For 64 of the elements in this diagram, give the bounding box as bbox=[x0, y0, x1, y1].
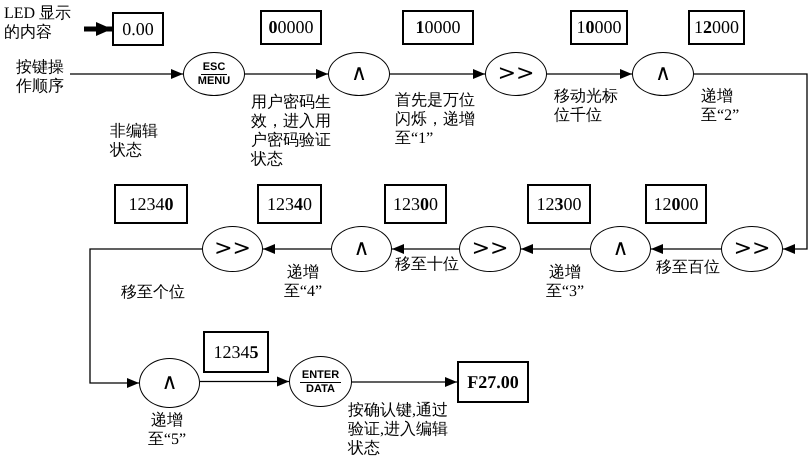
key-symbol: ∧ bbox=[612, 237, 629, 261]
arrow bbox=[200, 376, 289, 386]
arrow bbox=[392, 244, 459, 254]
display-value: 12000 bbox=[694, 17, 739, 38]
step-note: 移至个位 bbox=[121, 283, 186, 302]
key-symbol: ∧ bbox=[161, 371, 178, 395]
display-value: 12340 bbox=[267, 194, 312, 214]
key-symbol: >> bbox=[734, 237, 770, 261]
key-symbol: ∧ bbox=[350, 62, 368, 86]
step-note: 递增至“2” bbox=[701, 87, 740, 125]
display-box bbox=[688, 10, 745, 45]
arrow bbox=[352, 377, 457, 387]
arrow bbox=[390, 69, 485, 79]
step-note: 用户密码生效，进入用户密码验证状态 bbox=[251, 93, 332, 169]
display-value: 12300 bbox=[536, 194, 582, 214]
arrow bbox=[694, 73, 808, 254]
display-box bbox=[402, 10, 474, 45]
display-box bbox=[257, 184, 322, 224]
key-symbol: ∧ bbox=[353, 237, 370, 261]
display-value: 0.00 bbox=[122, 18, 154, 40]
step-note: 递增至“4” bbox=[283, 263, 323, 301]
step-note: 首先是万位闪烁，递增至“1” bbox=[395, 91, 476, 148]
key-label: MENU bbox=[198, 75, 230, 87]
display-box bbox=[527, 184, 591, 224]
display-value: 00000 bbox=[268, 17, 314, 38]
arrow bbox=[521, 244, 590, 254]
arrow bbox=[651, 244, 721, 254]
display-box bbox=[203, 331, 269, 373]
display-box bbox=[384, 184, 447, 224]
caption-text: 按键操作顺序 bbox=[16, 58, 70, 98]
display-box bbox=[457, 361, 529, 403]
display-value: 10000 bbox=[576, 17, 622, 38]
key-label: ESC bbox=[200, 61, 228, 75]
step-note: 递增至“5” bbox=[147, 411, 187, 449]
display-value: 12340 bbox=[128, 194, 174, 214]
step-note: 移至十位 bbox=[395, 255, 460, 274]
step-note: 移动光标位千位 bbox=[554, 87, 619, 125]
display-value: 12300 bbox=[393, 194, 438, 214]
key-symbol: ∧ bbox=[654, 62, 672, 86]
display-box bbox=[570, 10, 628, 45]
key-symbol: >> bbox=[214, 237, 251, 261]
step-note: 移至百位 bbox=[656, 258, 721, 277]
key-label: ENTER bbox=[300, 368, 342, 382]
arrow bbox=[547, 69, 632, 79]
key-symbol: >> bbox=[472, 237, 508, 261]
display-value: 12000 bbox=[654, 194, 698, 214]
key-symbol: >> bbox=[498, 62, 534, 86]
display-value: 10000 bbox=[416, 17, 460, 38]
arrow bbox=[70, 69, 183, 79]
display-box bbox=[112, 12, 164, 46]
caption-text: LED 显示的内容 bbox=[4, 4, 84, 44]
arrow bbox=[84, 22, 112, 36]
key-label: DATA bbox=[306, 382, 335, 394]
state-note: 非编辑状态 bbox=[110, 122, 159, 160]
step-note: 递增至“3” bbox=[545, 263, 585, 301]
arrow bbox=[89, 248, 202, 388]
step-note: 按确认键,通过验证,进入编辑状态 bbox=[348, 401, 449, 458]
display-value: 12345 bbox=[214, 342, 258, 362]
display-box bbox=[645, 184, 707, 224]
arrow bbox=[263, 244, 331, 254]
display-value: F27.00 bbox=[467, 372, 519, 392]
display-box bbox=[260, 10, 322, 45]
arrow bbox=[245, 69, 328, 79]
display-box bbox=[114, 184, 188, 224]
